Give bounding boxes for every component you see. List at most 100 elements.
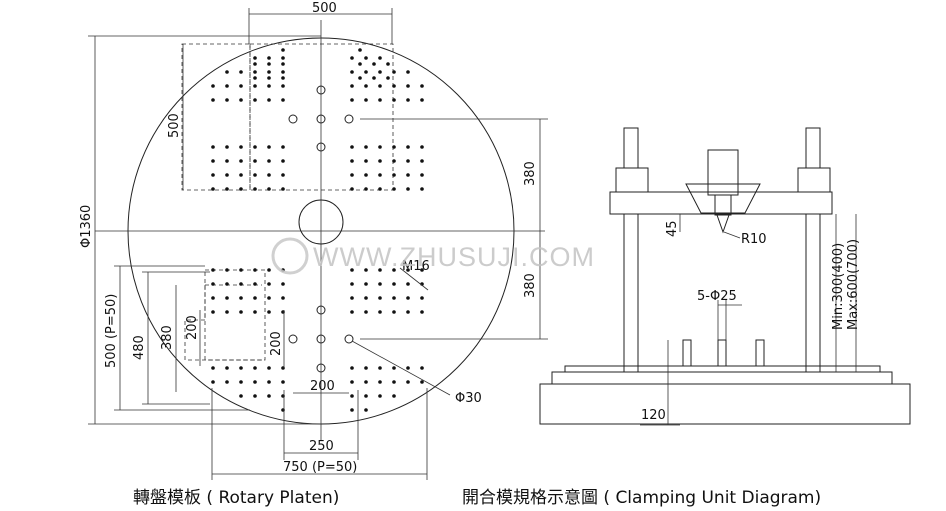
dim-right-380-upper-label: 380 (523, 161, 538, 186)
bolt-hole (378, 296, 382, 300)
bolt-hole (364, 70, 368, 74)
dim-r10: R10 (723, 231, 767, 247)
bolt-hole (364, 296, 368, 300)
bolt-hole (225, 310, 229, 314)
bolt-hole (253, 98, 257, 102)
bolt-hole (267, 62, 271, 66)
bolt-hole (253, 173, 257, 177)
bolt-hole (239, 296, 243, 300)
bolt-hole-grid (211, 48, 424, 412)
watermark: WWW.ZHUSUJI.COM (271, 237, 594, 275)
bolt-hole (253, 76, 257, 80)
bolt-hole (253, 380, 257, 384)
bolt-hole (364, 268, 368, 272)
bolt-hole (267, 296, 271, 300)
phi30-hole (288, 114, 298, 124)
phi30-hole (316, 85, 326, 95)
bolt-hole (378, 98, 382, 102)
bolt-hole (406, 159, 410, 163)
bolt-hole (392, 145, 396, 149)
bolt-hole (281, 62, 285, 66)
bolt-hole (239, 145, 243, 149)
bolt-hole (364, 408, 368, 412)
bolt-hole (225, 159, 229, 163)
bolt-hole (420, 268, 424, 272)
bolt-hole (281, 48, 285, 52)
bolt-hole (358, 62, 362, 66)
bolt-hole (253, 187, 257, 191)
dim-right-380: 380 380 (360, 118, 548, 340)
bolt-hole (239, 187, 243, 191)
bolt-hole (211, 310, 215, 314)
bolt-hole (253, 56, 257, 60)
rotary-platen: 500 500 Φ1360 380 380 M16 (79, 1, 548, 508)
right-tie-rod-top (805, 127, 821, 169)
bolt-hole (211, 159, 215, 163)
bolt-hole (364, 56, 368, 60)
bolt-hole (253, 366, 257, 370)
bolt-hole (364, 145, 368, 149)
bolt-hole (420, 145, 424, 149)
bolt-hole (267, 159, 271, 163)
bolt-hole (364, 98, 368, 102)
bolt-hole (253, 282, 257, 286)
bolt-hole (392, 84, 396, 88)
left-tie-rod-top (623, 127, 639, 169)
bolt-hole (364, 366, 368, 370)
lower-platen (564, 365, 881, 373)
bolt-hole (378, 145, 382, 149)
bolt-hole (392, 173, 396, 177)
bolt-hole (350, 310, 354, 314)
bolt-hole (378, 70, 382, 74)
bolt-hole (225, 187, 229, 191)
bolt-hole (211, 173, 215, 177)
bolt-hole (267, 70, 271, 74)
phi30-hole (316, 305, 326, 315)
dim-pins-label: 5-Φ25 (697, 289, 737, 304)
bolt-hole (378, 159, 382, 163)
bolt-hole (350, 394, 354, 398)
dim-stroke-max-label: Max:600(700) (846, 239, 861, 330)
dim-r10-label: R10 (741, 232, 767, 247)
bolt-hole (364, 84, 368, 88)
bolt-hole (420, 98, 424, 102)
bolt-hole (239, 310, 243, 314)
bolt-hole (420, 366, 424, 370)
bolt-hole (267, 380, 271, 384)
dim-inner-200-h-label: 200 (310, 379, 335, 394)
bolt-hole (406, 366, 410, 370)
phi30-holes (288, 85, 354, 373)
bolt-hole (386, 76, 390, 80)
bolt-hole (253, 145, 257, 149)
bolt-hole (378, 380, 382, 384)
bolt-hole (406, 98, 410, 102)
bolt-hole (267, 394, 271, 398)
phi30-hole (344, 334, 354, 344)
bolt-hole (350, 187, 354, 191)
bolt-hole (378, 282, 382, 286)
bolt-hole (350, 268, 354, 272)
bolt-hole (364, 394, 368, 398)
bolt-hole (253, 159, 257, 163)
machine-base (539, 383, 911, 425)
phi30-hole (316, 334, 326, 344)
bolt-hole (281, 296, 285, 300)
right-nut (797, 167, 831, 193)
bolt-hole (253, 70, 257, 74)
dim-phi30: Φ30 (351, 340, 482, 406)
bolt-hole (350, 84, 354, 88)
bolt-hole (225, 70, 229, 74)
dim-500p-label: 500 (P=50) (104, 294, 119, 368)
bolt-hole (267, 145, 271, 149)
bolt-hole (281, 145, 285, 149)
bolt-hole (392, 282, 396, 286)
bolt-hole (406, 145, 410, 149)
dim-left-500-label: 500 (167, 113, 182, 138)
bolt-hole (211, 366, 215, 370)
bolt-hole (358, 76, 362, 80)
bolt-hole (420, 380, 424, 384)
nozzle-tip (716, 214, 730, 234)
clamping-unit-caption: 開合模規格示意圖 ( Clamping Unit Diagram) (462, 488, 821, 508)
dim-phi30-label: Φ30 (455, 391, 482, 406)
